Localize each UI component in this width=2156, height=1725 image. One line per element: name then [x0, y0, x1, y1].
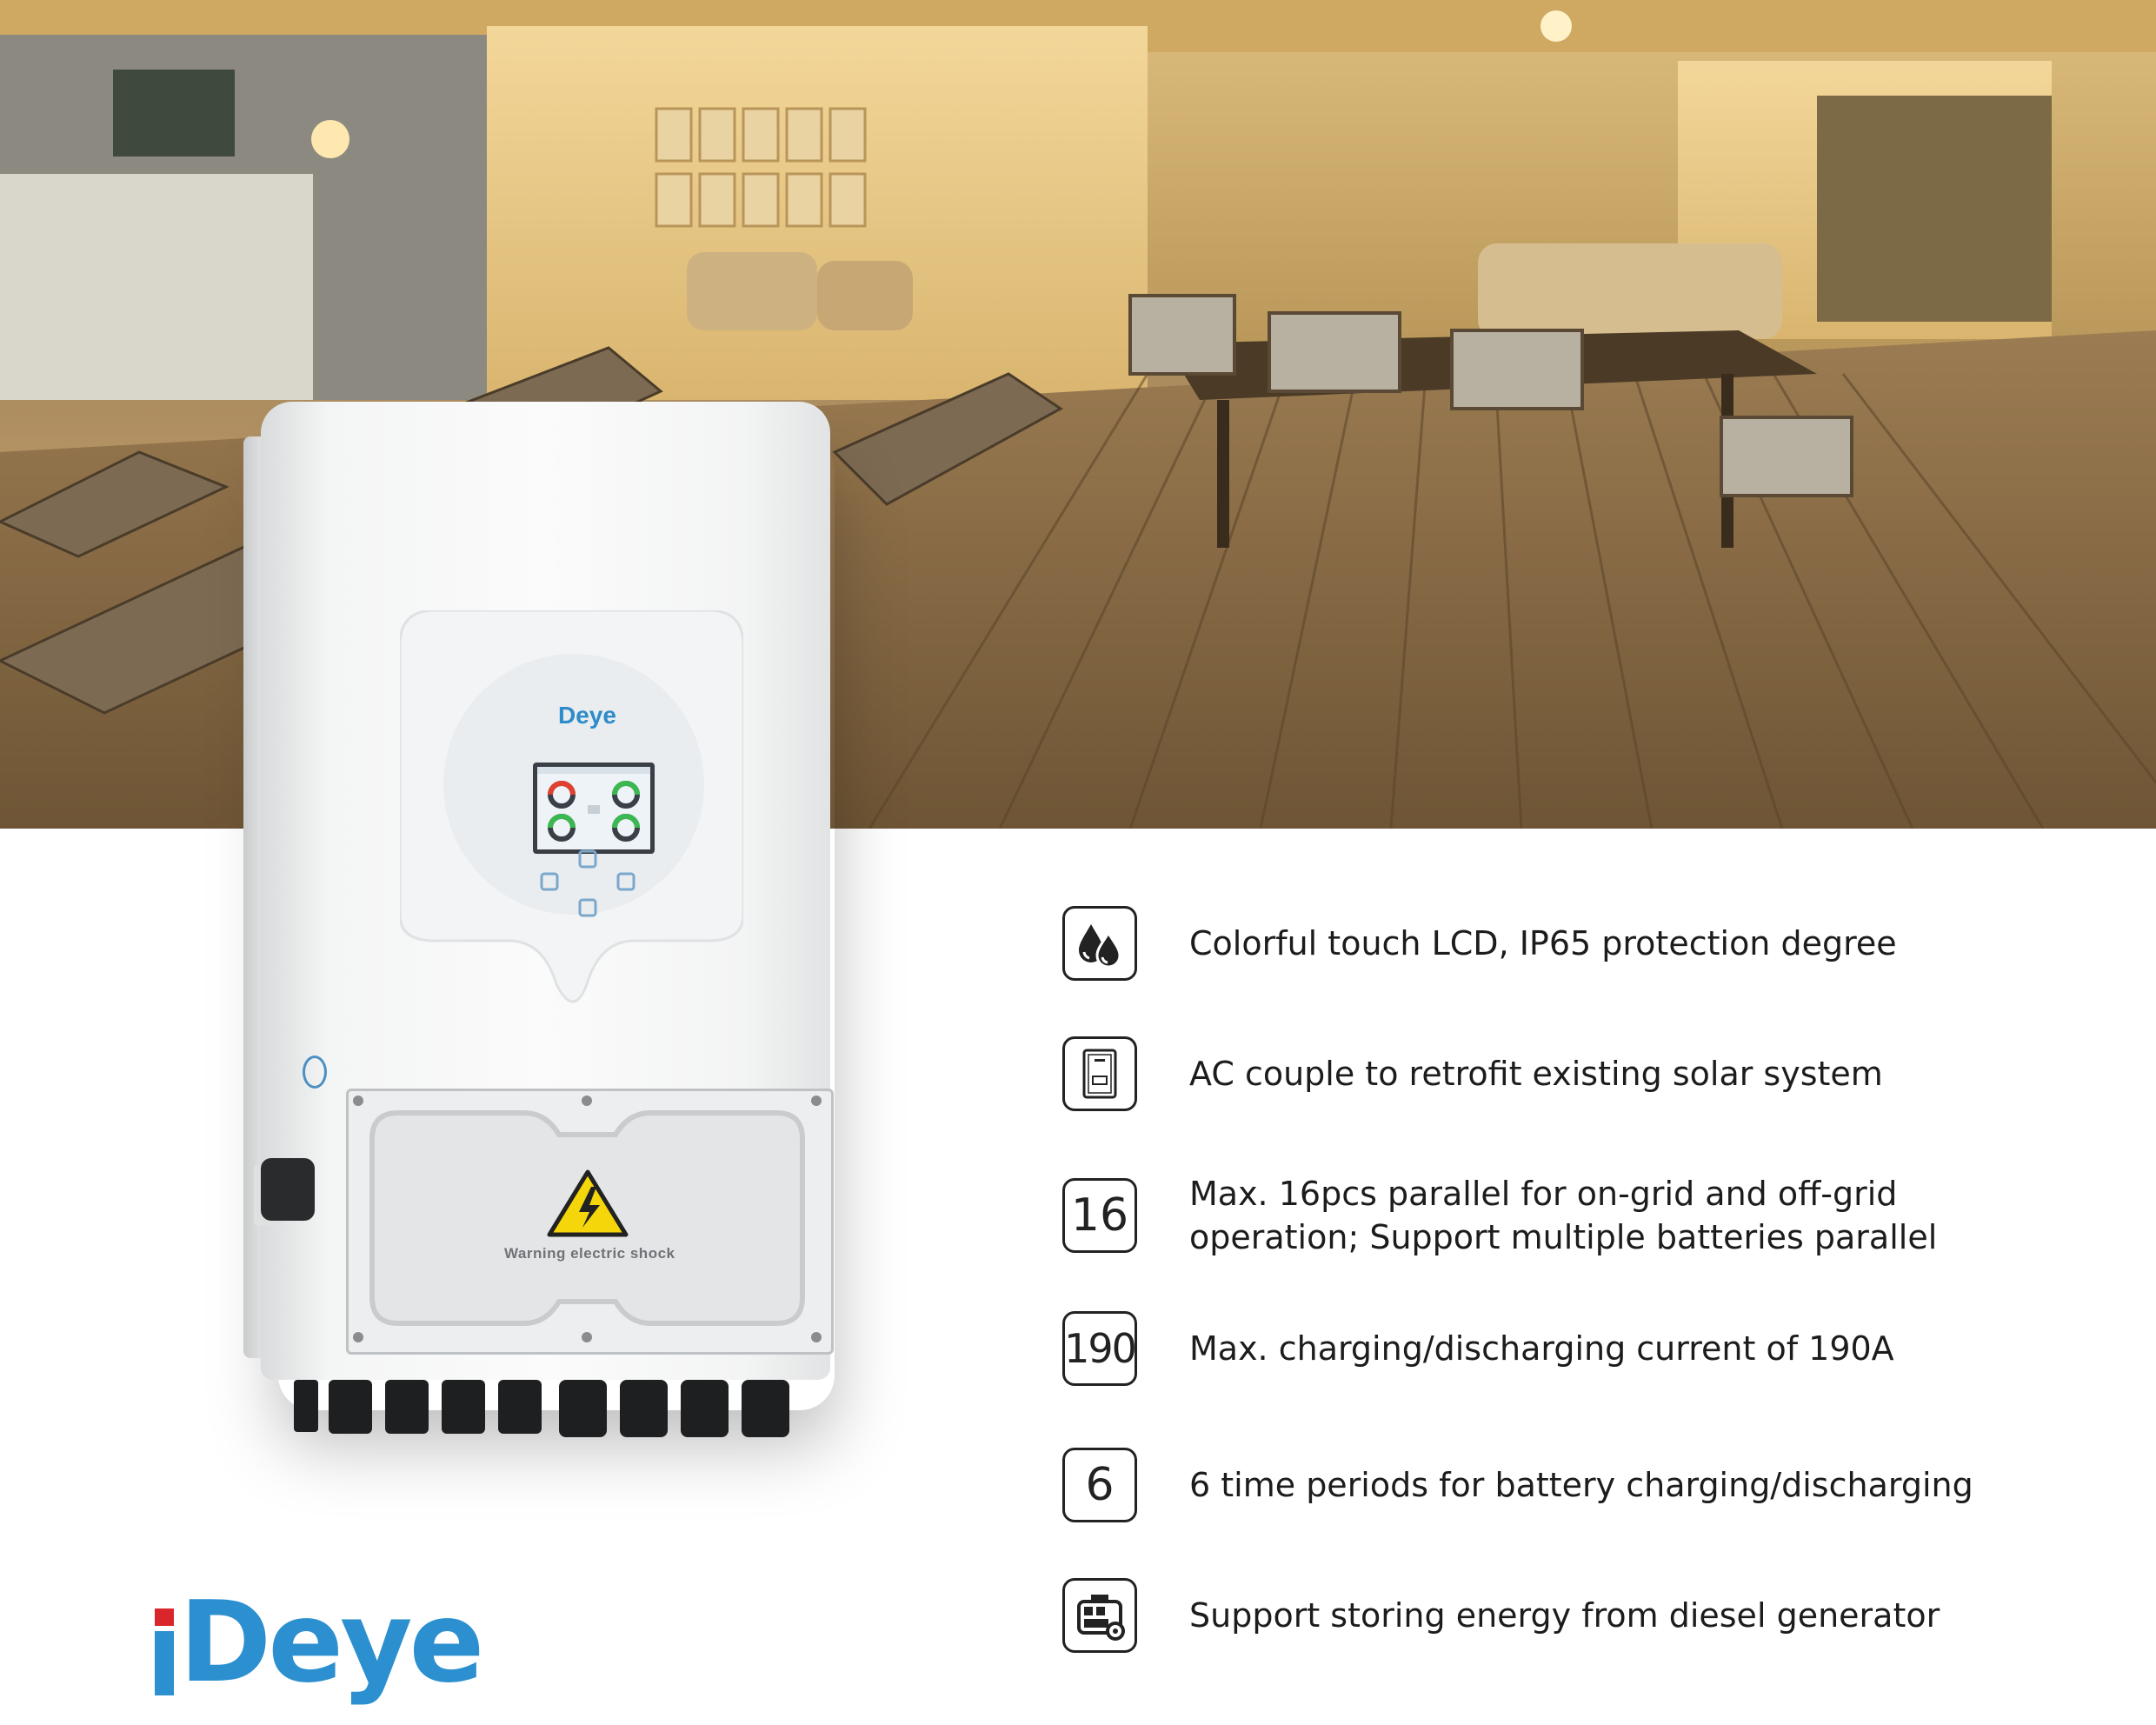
number-badge: 6	[1062, 1448, 1137, 1522]
warning-label-text: Warning electric shock	[504, 1245, 675, 1262]
feature-text-line: Max. 16pcs parallel for on-grid and off-…	[1189, 1175, 1898, 1213]
feature-item-diesel: Support storing energy from diesel gener…	[1062, 1578, 1940, 1653]
feature-text-line: Colorful touch LCD, IP65 protection degr…	[1189, 924, 1897, 962]
dc-switch-knob	[261, 1158, 315, 1221]
ac-couple-device-icon	[1062, 1036, 1137, 1111]
power-indicator-ring	[303, 1056, 327, 1089]
warning-triangle-icon	[547, 1169, 629, 1237]
hybrid-inverter-product: Deye	[243, 402, 852, 1445]
lcd-gauges	[537, 767, 650, 842]
lcd-touch-screen	[533, 763, 655, 854]
feature-item-time-periods: 6 6 time periods for battery charging/di…	[1062, 1448, 1973, 1522]
logo-wordmark: Deye	[179, 1578, 484, 1708]
feature-item-ip65: Colorful touch LCD, IP65 protection degr…	[1062, 906, 1897, 981]
number-badge: 190	[1062, 1311, 1137, 1386]
number-badge: 16	[1062, 1178, 1137, 1253]
lcd-touch-buttons	[540, 849, 635, 917]
feature-text-line: operation; Support multiple batteries pa…	[1189, 1218, 1938, 1256]
logo-i-mark-icon	[155, 1608, 174, 1695]
wiring-cover-screws	[353, 1096, 822, 1342]
water-drops-icon	[1062, 906, 1137, 981]
lcd-brand-text: Deye	[558, 702, 616, 729]
feature-item-ac-couple: AC couple to retrofit existing solar sys…	[1062, 1036, 1883, 1111]
background-patio-photo	[0, 0, 2156, 829]
feature-text-line: 6 time periods for battery charging/disc…	[1189, 1466, 1973, 1504]
wiring-cover-panel	[369, 1110, 805, 1326]
feature-text-line: Max. charging/discharging current of 190…	[1189, 1329, 1894, 1368]
deye-logo: Deye	[150, 1577, 484, 1708]
feature-text-line: AC couple to retrofit existing solar sys…	[1189, 1055, 1883, 1093]
cable-glands	[294, 1380, 789, 1437]
feature-item-parallel: 16 Max. 16pcs parallel for on-grid and o…	[1062, 1172, 1937, 1259]
feature-item-current: 190 Max. charging/discharging current of…	[1062, 1311, 1894, 1386]
diesel-generator-icon	[1062, 1578, 1137, 1653]
feature-text-line: Support storing energy from diesel gener…	[1189, 1596, 1940, 1635]
